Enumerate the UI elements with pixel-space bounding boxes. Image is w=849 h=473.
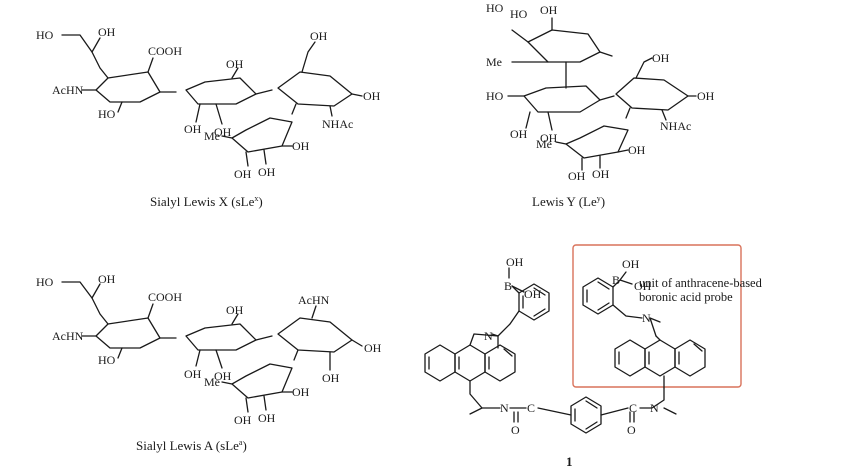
atom-label: C [629,401,637,415]
atom-label: NHAc [660,119,691,133]
atom-label: OH [226,303,244,317]
atom-label: OH [524,287,542,301]
caption-slea: Sialyl Lewis A (sLea) [136,438,247,453]
atom-label: OH [226,57,244,71]
atom-label: B [612,273,620,287]
atom-label: OH [98,272,116,286]
atom-label: OH [258,411,276,425]
atom-label: HO [36,275,54,289]
atom-label: O [511,423,520,437]
atom-label: OH [214,125,232,139]
atom-label: Me [204,129,220,143]
structure-probe: OH B OH N OH B OH N N C O C O N unit of … [424,244,763,469]
atom-label: N [650,401,659,415]
atom-label: COOH [148,290,182,304]
atom-label: OH [363,89,381,103]
atom-label: Me [204,375,220,389]
compound-number: 1 [566,454,573,469]
atom-label: C [527,401,535,415]
atom-label: AcHN [52,329,84,343]
atom-label: OH [310,29,328,43]
atom-label: OH [258,165,276,179]
structure-ley: HO HO OH Me HO OH OH OH NHAc OH Me OH OH… [486,1,715,209]
atom-label: OH [364,341,382,355]
atom-label: NHAc [322,117,353,131]
atom-label: OH [214,369,232,383]
atom-label: OH [652,51,670,65]
atom-label: OH [184,122,202,136]
atom-label: OH [292,139,310,153]
atom-label: OH [322,371,340,385]
atom-label: OH [98,25,116,39]
atom-label: N [642,311,651,325]
atom-label: HO [98,353,116,367]
atom-label: HO [510,7,528,21]
structure-slea: HO OH COOH AcHN HO OH AcHN OH OH OH Me O… [36,272,382,453]
atom-label: OH [506,255,524,269]
atom-label: OH [540,131,558,145]
atom-label: N [500,401,509,415]
caption-ley: Lewis Y (Ley) [532,194,605,209]
atom-label: OH [592,167,610,181]
atom-label: OH [568,169,586,183]
atom-label: B [504,279,512,293]
annotation-line1: unit of anthracene-based [639,276,763,290]
atom-label: OH [697,89,715,103]
atom-label: Me [486,55,502,69]
atom-label: AcHN [52,83,84,97]
atom-label: OH [292,385,310,399]
structure-slex: HO OH COOH AcHN HO OH OH OH NHAc OH OH M… [36,25,381,209]
atom-label: HO [486,1,504,15]
atom-label: OH [510,127,528,141]
atom-label: OH [634,279,652,293]
caption-slex: Sialyl Lewis X (sLex) [150,194,263,209]
atom-label: HO [36,28,54,42]
atom-label: OH [540,3,558,17]
atom-label: COOH [148,44,182,58]
atom-label: O [627,423,636,437]
atom-label: OH [234,167,252,181]
atom-label: Me [536,137,552,151]
annotation-line2: boronic acid probe [639,290,733,304]
atom-label: OH [622,257,640,271]
atom-label: OH [184,367,202,381]
atom-label: HO [486,89,504,103]
atom-label: OH [234,413,252,427]
atom-label: AcHN [298,293,330,307]
atom-label: OH [628,143,646,157]
highlight-box [572,244,742,388]
atom-label: N [484,329,493,343]
atom-label: HO [98,107,116,121]
